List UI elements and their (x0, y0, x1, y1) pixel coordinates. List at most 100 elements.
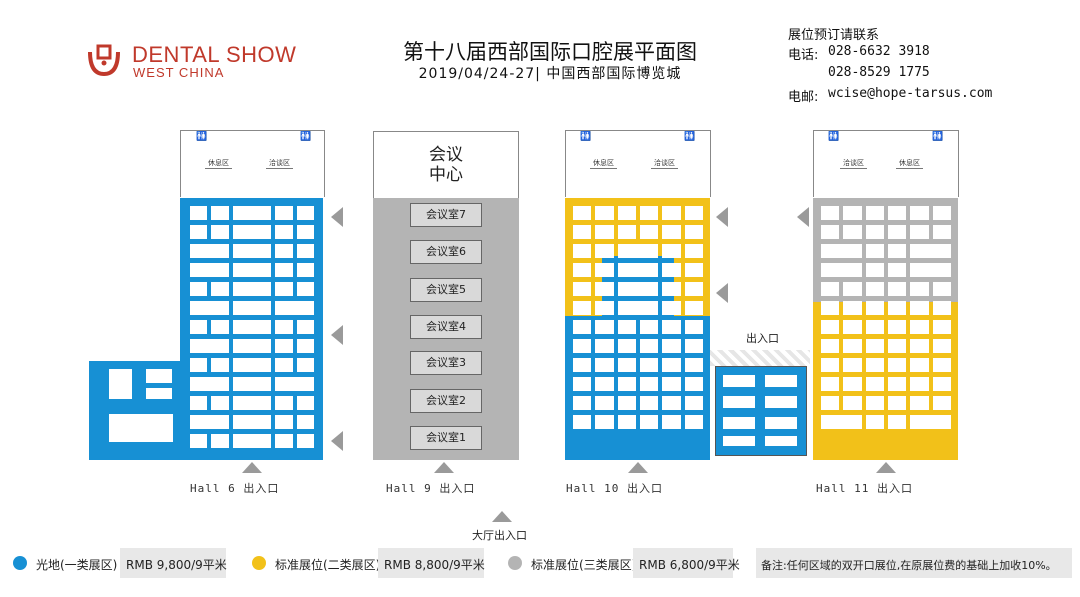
booth[interactable] (640, 377, 659, 391)
booth[interactable] (888, 301, 907, 315)
booth[interactable] (910, 320, 929, 334)
booth[interactable] (684, 415, 703, 429)
booth[interactable] (573, 225, 592, 239)
booth[interactable] (296, 263, 314, 277)
booth[interactable] (275, 301, 314, 315)
booth[interactable] (296, 358, 314, 372)
booth[interactable] (865, 263, 884, 277)
booth[interactable] (821, 377, 840, 391)
booth[interactable] (296, 282, 314, 296)
booth[interactable] (910, 396, 929, 410)
booth[interactable] (662, 358, 681, 372)
booth[interactable] (843, 301, 862, 315)
meeting-room-4[interactable]: 会议室4 (410, 315, 482, 339)
booth[interactable] (232, 358, 272, 372)
booth[interactable] (910, 206, 929, 220)
booth[interactable] (617, 396, 636, 410)
booth[interactable] (821, 358, 840, 372)
booth[interactable] (640, 415, 659, 429)
booth[interactable] (573, 206, 592, 220)
booth[interactable] (640, 339, 659, 353)
booth[interactable] (865, 244, 884, 258)
middle-booth[interactable] (765, 417, 797, 429)
booth[interactable] (662, 415, 681, 429)
booth[interactable] (888, 282, 907, 296)
booth[interactable] (888, 263, 907, 277)
booth[interactable] (296, 206, 314, 220)
booth[interactable] (573, 301, 592, 315)
booth[interactable] (595, 244, 614, 258)
booth[interactable] (275, 320, 293, 334)
middle-booth[interactable] (723, 436, 755, 446)
middle-booth[interactable] (765, 375, 797, 387)
meeting-room-7[interactable]: 会议室7 (410, 203, 482, 227)
booth[interactable] (232, 415, 272, 429)
booth[interactable] (573, 339, 592, 353)
booth[interactable] (910, 244, 951, 258)
booth[interactable] (595, 320, 614, 334)
booth[interactable] (211, 396, 229, 410)
booth[interactable] (232, 263, 272, 277)
booth[interactable] (190, 320, 208, 334)
booth[interactable] (296, 244, 314, 258)
booth[interactable] (190, 225, 208, 239)
booth[interactable] (684, 263, 703, 277)
booth[interactable] (662, 339, 681, 353)
booth[interactable] (662, 206, 681, 220)
booth[interactable] (232, 244, 272, 258)
booth[interactable] (932, 339, 951, 353)
booth[interactable] (865, 225, 884, 239)
booth[interactable] (190, 358, 208, 372)
booth[interactable] (232, 396, 272, 410)
booth[interactable] (573, 282, 592, 296)
phone-2[interactable]: 028-8529 1775 (828, 65, 930, 80)
booth[interactable] (211, 358, 229, 372)
meeting-room-3[interactable]: 会议室3 (410, 351, 482, 375)
booth[interactable] (232, 206, 272, 220)
booth[interactable] (888, 244, 907, 258)
booth[interactable] (932, 377, 951, 391)
booth[interactable] (888, 206, 907, 220)
booth[interactable] (275, 434, 293, 448)
middle-booth[interactable] (723, 375, 755, 387)
booth[interactable] (275, 263, 293, 277)
booth[interactable] (296, 225, 314, 239)
booth[interactable] (617, 358, 636, 372)
booth[interactable] (684, 301, 703, 315)
booth[interactable] (275, 415, 293, 429)
booth[interactable] (296, 339, 314, 353)
booth[interactable] (684, 358, 703, 372)
booth[interactable] (662, 320, 681, 334)
booth[interactable] (910, 358, 929, 372)
booth[interactable] (190, 206, 208, 220)
booth[interactable] (932, 225, 951, 239)
booth[interactable] (617, 244, 659, 258)
booth[interactable] (821, 282, 840, 296)
booth[interactable] (662, 301, 681, 315)
booth[interactable] (190, 263, 229, 277)
booth[interactable] (617, 225, 636, 239)
booth[interactable] (865, 415, 884, 429)
booth[interactable] (275, 206, 293, 220)
booth[interactable] (843, 225, 862, 239)
booth[interactable] (662, 225, 681, 239)
booth[interactable] (932, 301, 951, 315)
booth[interactable] (232, 339, 272, 353)
booth[interactable] (595, 263, 614, 277)
booth[interactable] (275, 396, 293, 410)
booth[interactable] (232, 434, 272, 448)
booth[interactable] (573, 396, 592, 410)
booth[interactable] (684, 396, 703, 410)
booth[interactable] (573, 263, 592, 277)
booth[interactable] (865, 377, 884, 391)
booth[interactable] (932, 282, 951, 296)
booth[interactable] (910, 339, 929, 353)
booth[interactable] (662, 396, 681, 410)
booth[interactable] (932, 396, 951, 410)
booth[interactable] (232, 320, 272, 334)
booth[interactable] (595, 358, 614, 372)
booth[interactable] (275, 377, 314, 391)
middle-booth[interactable] (765, 396, 797, 408)
booth[interactable] (865, 320, 884, 334)
middle-booth[interactable] (723, 417, 755, 429)
